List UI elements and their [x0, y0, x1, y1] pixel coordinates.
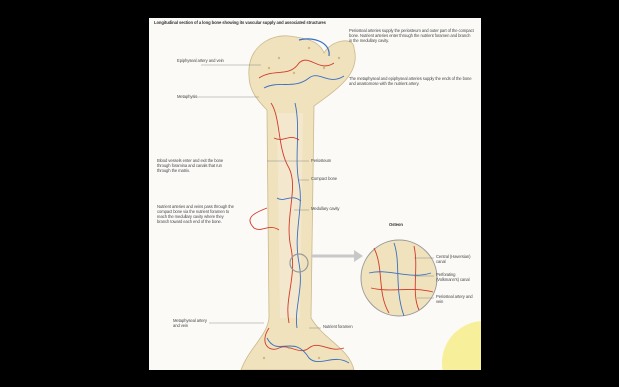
note-left-mid: Blood vessels enter and exit the bone th…	[157, 158, 235, 173]
label-periosteum: Periosteum	[311, 158, 351, 163]
note-right-mid: The metaphyseal and epiphyseal arteries …	[349, 76, 474, 86]
inset-label-1: Central (Haversian) canal	[436, 254, 478, 264]
inset-title: Osteon	[389, 222, 429, 227]
label-nutrient-foramen: Nutrient foramen	[323, 324, 363, 329]
label-medullary-cavity: Medullary cavity	[311, 206, 349, 211]
inset-label-2: Perforating (Volkmann's) canal	[436, 272, 478, 282]
label-metaphysis: Metaphysis	[177, 94, 217, 99]
magnify-arrowhead	[354, 250, 363, 262]
label-compact-bone: Compact bone	[311, 176, 349, 181]
note-left-low: Nutrient arteries and veins pass through…	[157, 204, 235, 224]
top-caption: Longitudinal section of a long bone show…	[154, 20, 354, 25]
osteon-inset	[361, 240, 437, 316]
label-epiphyseal-vessels: Epiphyseal artery and vein	[177, 58, 232, 63]
label-metaphyseal-vessels: Metaphyseal artery and vein	[173, 318, 213, 328]
note-right-top: Periosteal arteries supply the periosteu…	[349, 28, 474, 43]
inset-label-3: Periosteal artery and vein	[436, 294, 478, 304]
corner-glow	[442, 321, 481, 370]
bone-illustration-slide: Longitudinal section of a long bone show…	[149, 18, 481, 370]
